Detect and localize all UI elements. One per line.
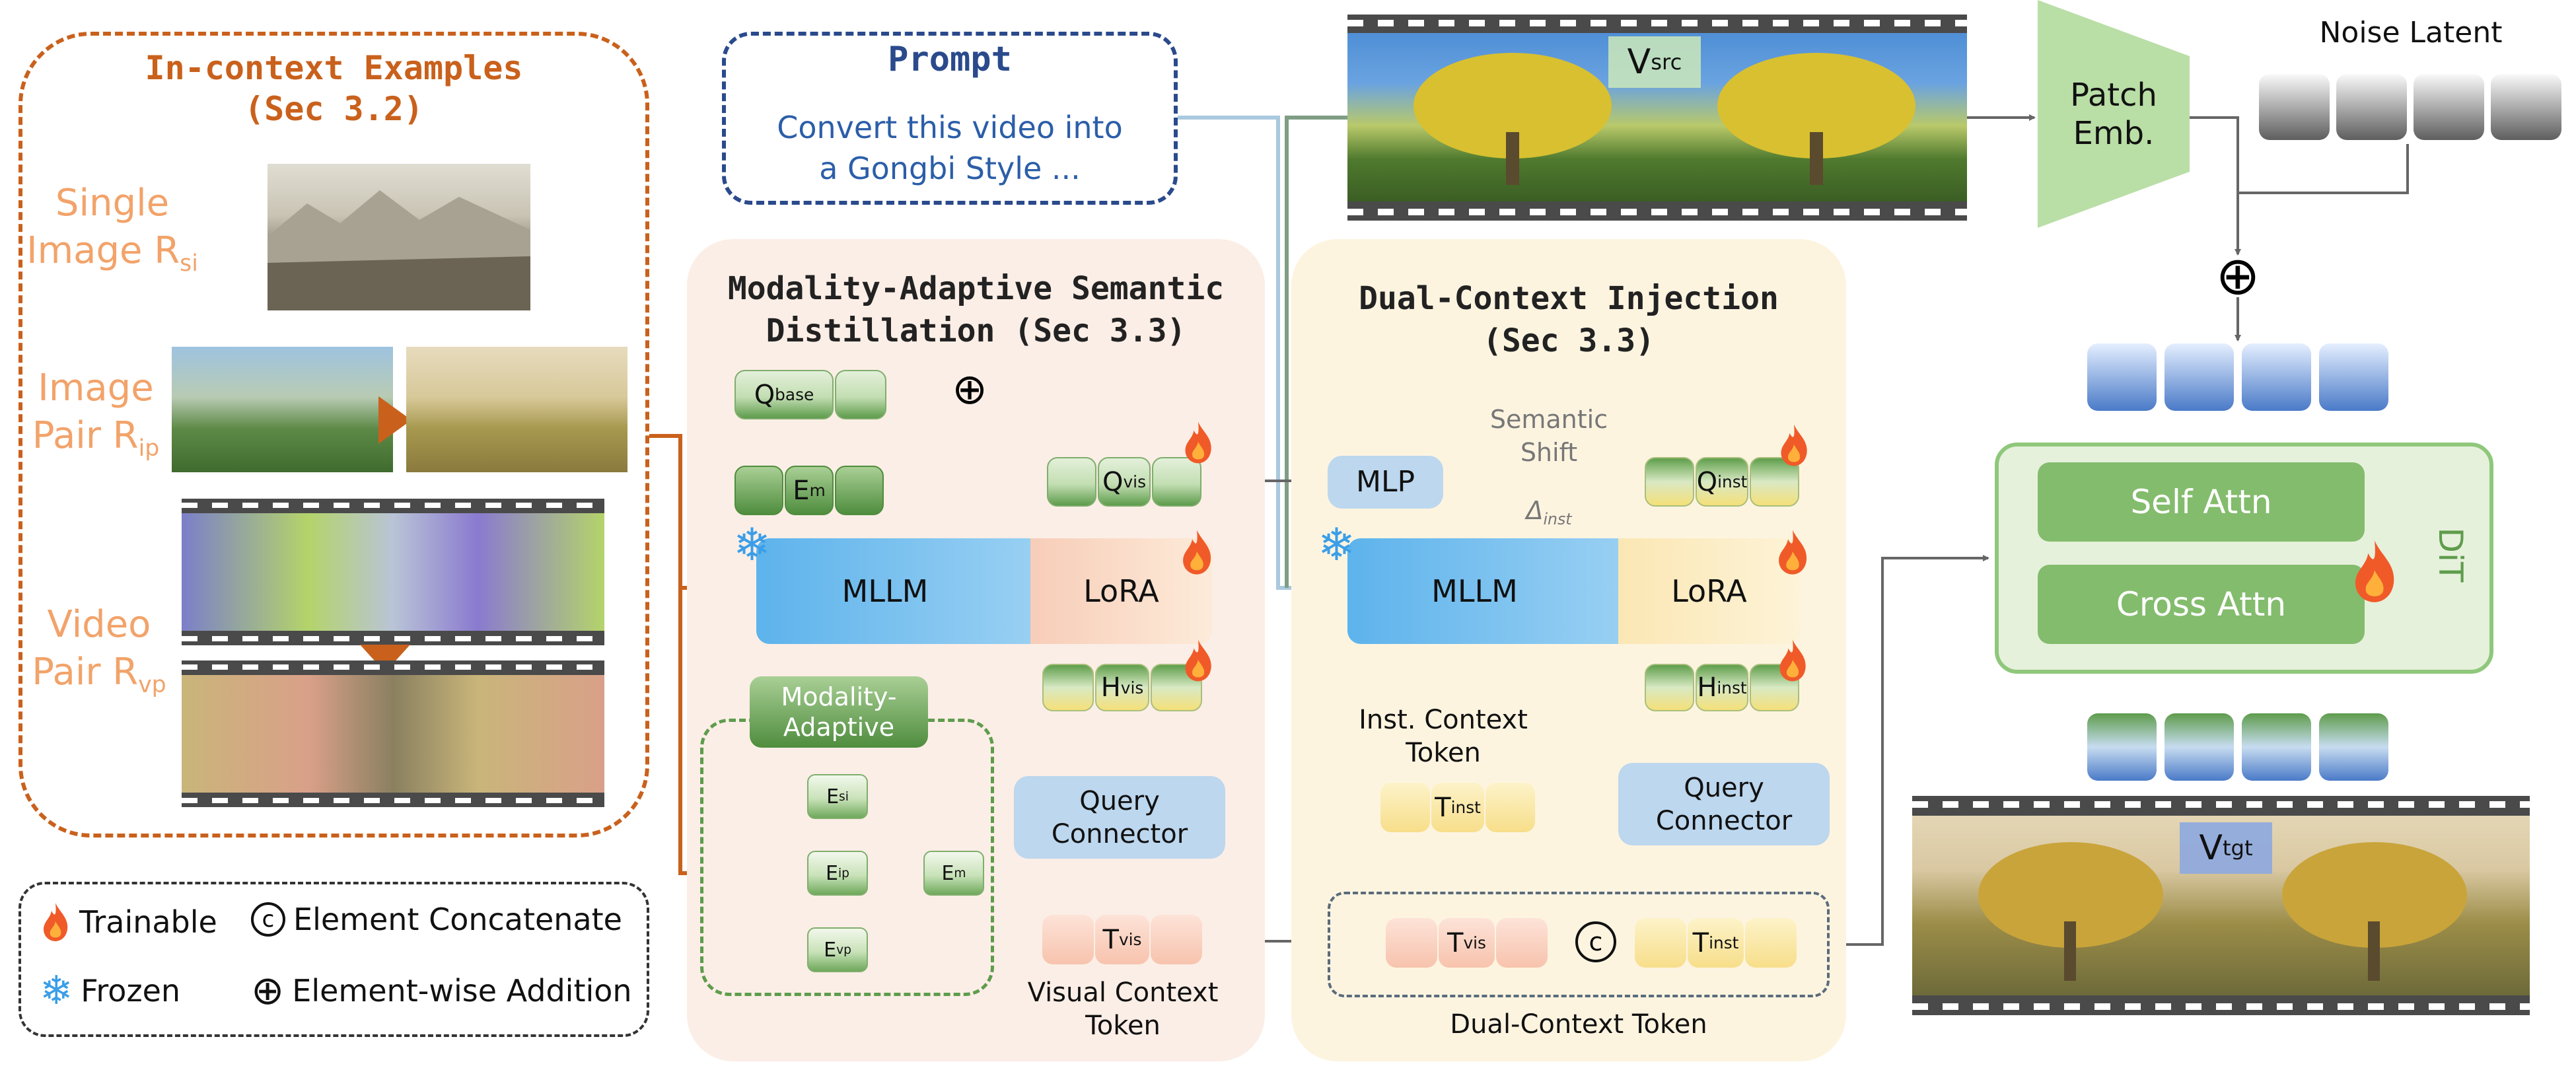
- dit-label: DiT: [2431, 527, 2470, 583]
- dit-output-tokens: [2087, 713, 2388, 781]
- vsrc-line: [1285, 116, 1347, 588]
- legend-concat: c Element Concatenate: [251, 902, 622, 937]
- mas-lora-block: LoRA: [1030, 538, 1212, 644]
- concat-circle-icon: c: [1575, 921, 1616, 962]
- dci-query-connector: Query Connector: [1618, 763, 1830, 845]
- video-pair-label: Video Pair Rvp: [32, 603, 166, 699]
- dual-context-box: [1328, 892, 1830, 997]
- prompt-text: Convert this video into a Gongbi Style .…: [777, 110, 1123, 186]
- prompt-box: [722, 32, 1178, 205]
- mountain-sketch: [268, 190, 530, 310]
- single-image-thumbnail: [268, 164, 530, 310]
- fire-icon: [1779, 530, 1807, 575]
- semantic-shift-label: Semantic Shift: [1489, 405, 1608, 467]
- tree-scene: [1413, 53, 1915, 185]
- gongbi-tree-scene: [1978, 842, 2467, 981]
- patch-emb-label: Patch Emb.: [2070, 77, 2157, 152]
- inst-context-token-label: Inst. Context Token: [1359, 705, 1528, 768]
- legend-trainable: Trainable: [40, 902, 217, 943]
- fire-icon: [2355, 540, 2394, 602]
- delta-inst-label: Δinst: [1526, 496, 1572, 529]
- legend-box: [18, 882, 649, 1037]
- legend-add: ⊕ Element-wise Addition: [251, 968, 632, 1014]
- prompt-title: Prompt: [888, 40, 1012, 79]
- image-pair-target: [406, 347, 627, 472]
- in-context-title: In-context Examples (Sec 3.2): [145, 49, 523, 128]
- dci-lora-block: LoRA: [1618, 538, 1800, 644]
- fire-icon: [1185, 639, 1211, 682]
- mlp-block: MLP: [1328, 456, 1443, 509]
- legend-frozen: ❄ Frozen: [40, 968, 181, 1014]
- image-pair-label: Image Pair Rip: [32, 367, 160, 462]
- noise-latent-tokens: [2259, 74, 2561, 140]
- dit-input-tokens: [2087, 343, 2388, 411]
- image-pair-arrow: [378, 396, 411, 444]
- visual-context-token-label: Visual Context Token: [1027, 978, 1219, 1041]
- self-attn-block: Self Attn: [2038, 462, 2365, 542]
- video-source-film: [182, 499, 604, 645]
- concat-circle-icon: c: [251, 902, 285, 937]
- snowflake-icon: ❄: [40, 968, 73, 1014]
- plus-circle-icon: ⊕: [2215, 245, 2260, 306]
- fire-icon: [1185, 421, 1211, 464]
- fire-icon: [1779, 639, 1806, 682]
- modality-adaptive-header: Modality- Adaptive: [750, 676, 928, 748]
- mas-title: Modality-Adaptive Semantic Distillation …: [727, 270, 1225, 349]
- mas-query-connector: Query Connector: [1014, 776, 1225, 859]
- snowflake-icon: ❄: [1318, 519, 1355, 571]
- cross-attn-block: Cross Attn: [2038, 565, 2365, 644]
- video-target-film: [182, 660, 604, 807]
- patch-emb-block: [2038, 0, 2190, 228]
- dci-title: Dual-Context Injection (Sec 3.3): [1359, 280, 1779, 359]
- in-context-examples-box: [18, 32, 649, 838]
- snowflake-icon: ❄: [733, 519, 771, 571]
- plus-circle-icon: ⊕: [251, 968, 285, 1014]
- noise-latent-label: Noise Latent: [2319, 16, 2503, 50]
- v-tgt-film: [1912, 796, 2530, 1015]
- fire-icon: [1183, 530, 1211, 575]
- fire-icon: [1781, 424, 1807, 466]
- image-pair-source: [172, 347, 393, 472]
- dual-context-token-label: Dual-Context Token: [1450, 1009, 1707, 1040]
- fire-icon: [44, 903, 68, 941]
- plus-circle-icon: ⊕: [952, 365, 987, 414]
- single-image-label: Single Image Rsi: [26, 182, 198, 277]
